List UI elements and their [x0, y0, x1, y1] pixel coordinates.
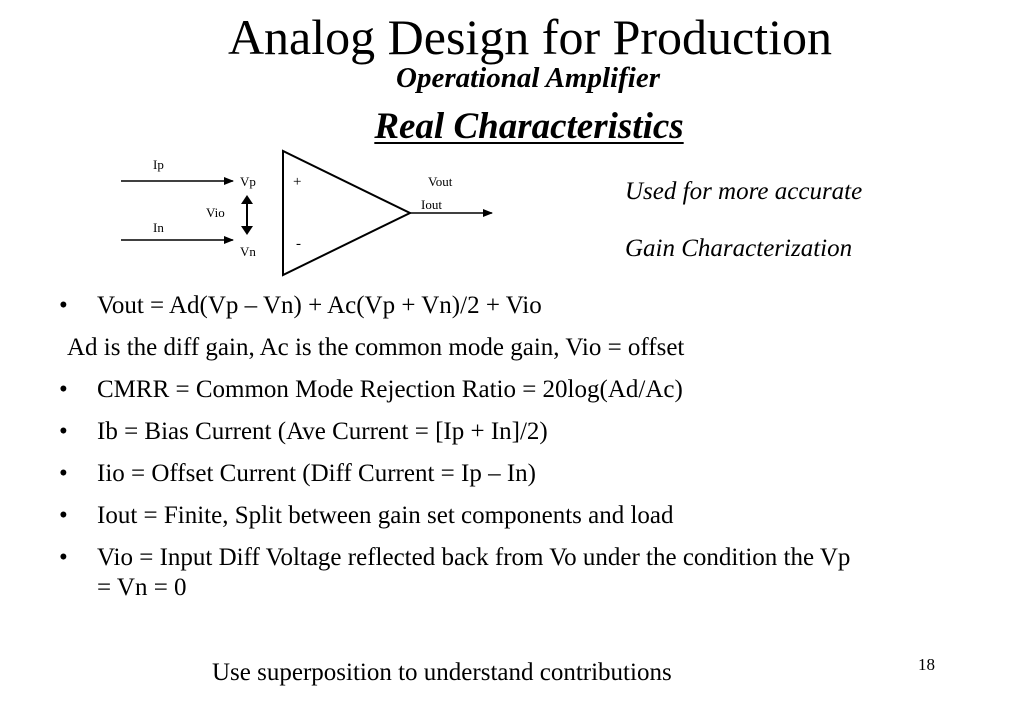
- vio-definition: Vio = Input Diff Voltage reflected back …: [97, 544, 851, 601]
- bullet-glyph: •: [59, 376, 68, 403]
- iout-definition: Iout = Finite, Split between gain set co…: [97, 502, 674, 529]
- vn-label: Vn: [240, 244, 256, 259]
- slide-subtitle: Operational Amplifier: [396, 62, 660, 94]
- note-line-2: Gain Characterization: [625, 235, 853, 262]
- vout-label: Vout: [428, 174, 453, 189]
- iout-label: Iout: [421, 197, 442, 212]
- vio-arrow-down-head: [241, 226, 253, 235]
- list-item: • Iout = Finite, Split between gain set …: [56, 501, 956, 531]
- vp-label: Vp: [240, 174, 256, 189]
- list-item: • Iio = Offset Current (Diff Current = I…: [56, 459, 956, 489]
- list-item: • Vout = Ad(Vp – Vn) + Ac(Vp + Vn)/2 + V…: [56, 291, 956, 321]
- footer-text: Use superposition to understand contribu…: [212, 659, 672, 686]
- list-item: • Vio = Input Diff Voltage reflected bac…: [56, 543, 857, 603]
- ib-definition: Ib = Bias Current (Ave Current = [Ip + I…: [97, 418, 548, 445]
- vio-label: Vio: [206, 205, 225, 220]
- note-line-1: Used for more accurate: [625, 178, 863, 205]
- list-item: • CMRR = Common Mode Rejection Ratio = 2…: [56, 375, 956, 405]
- bullet-glyph: •: [59, 460, 68, 487]
- bullet-glyph: •: [59, 502, 68, 529]
- slide-title: Analog Design for Production: [227, 9, 833, 65]
- bullet-list: • Vout = Ad(Vp – Vn) + Ac(Vp + Vn)/2 + V…: [56, 291, 956, 615]
- minus-sign: -: [296, 236, 301, 252]
- in-label: In: [153, 220, 164, 235]
- vout-equation: Vout = Ad(Vp – Vn) + Ac(Vp + Vn)/2 + Vio: [97, 292, 542, 319]
- bullet-glyph: •: [59, 292, 68, 319]
- section-heading: Real Characteristics: [374, 106, 684, 147]
- vio-arrow-up-head: [241, 195, 253, 204]
- op-amp-diagram: Ip In Vp Vn Vio Vout Iout + -: [121, 149, 493, 277]
- ip-label: Ip: [153, 157, 164, 172]
- cmrr-definition: CMRR = Common Mode Rejection Ratio = 20l…: [97, 376, 683, 403]
- bullet-glyph: •: [59, 544, 68, 571]
- plus-sign: +: [293, 174, 301, 190]
- list-item: • Ib = Bias Current (Ave Current = [Ip +…: [56, 417, 956, 447]
- bullet-glyph: •: [59, 418, 68, 445]
- op-amp-triangle: [282, 149, 413, 277]
- iio-definition: Iio = Offset Current (Diff Current = Ip …: [97, 460, 536, 487]
- page-number: 18: [918, 655, 935, 674]
- gain-explanation: Ad is the diff gain, Ac is the common mo…: [67, 334, 685, 361]
